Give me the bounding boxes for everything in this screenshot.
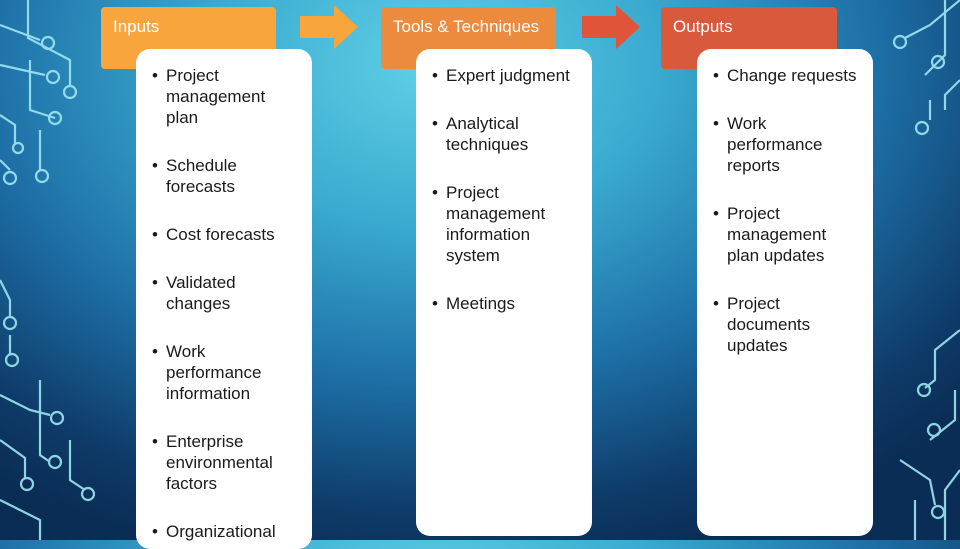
list-item: Expert judgment bbox=[432, 65, 576, 86]
list-item: Enterprise environmental factors bbox=[152, 431, 296, 494]
list-item: Work performance reports bbox=[713, 113, 857, 176]
list-item: Validated changes bbox=[152, 272, 296, 314]
list-item: Project management information system bbox=[432, 182, 576, 266]
list-item: Schedule forecasts bbox=[152, 155, 296, 197]
list-item: Project management plan bbox=[152, 65, 296, 128]
list-item: Work performance information bbox=[152, 341, 296, 404]
arrow-right-icon bbox=[582, 5, 640, 49]
list-item: Change requests bbox=[713, 65, 857, 86]
list-item: Project documents updates bbox=[713, 293, 857, 356]
inputs-card: Project management plan Schedule forecas… bbox=[136, 49, 312, 549]
arrow-right-icon bbox=[300, 5, 358, 49]
list-item: Meetings bbox=[432, 293, 576, 314]
outputs-header-label: Outputs bbox=[673, 17, 733, 36]
tools-list: Expert judgment Analytical techniques Pr… bbox=[432, 65, 576, 314]
tools-header-label: Tools & Techniques bbox=[393, 17, 540, 36]
outputs-list: Change requests Work performance reports… bbox=[713, 65, 857, 356]
list-item: Analytical techniques bbox=[432, 113, 576, 155]
inputs-list: Project management plan Schedule forecas… bbox=[152, 65, 296, 542]
list-item: Cost forecasts bbox=[152, 224, 296, 245]
list-item: Organizational bbox=[152, 521, 296, 542]
list-item: Project management plan updates bbox=[713, 203, 857, 266]
inputs-header-label: Inputs bbox=[113, 17, 160, 36]
tools-card: Expert judgment Analytical techniques Pr… bbox=[416, 49, 592, 536]
outputs-card: Change requests Work performance reports… bbox=[697, 49, 873, 536]
